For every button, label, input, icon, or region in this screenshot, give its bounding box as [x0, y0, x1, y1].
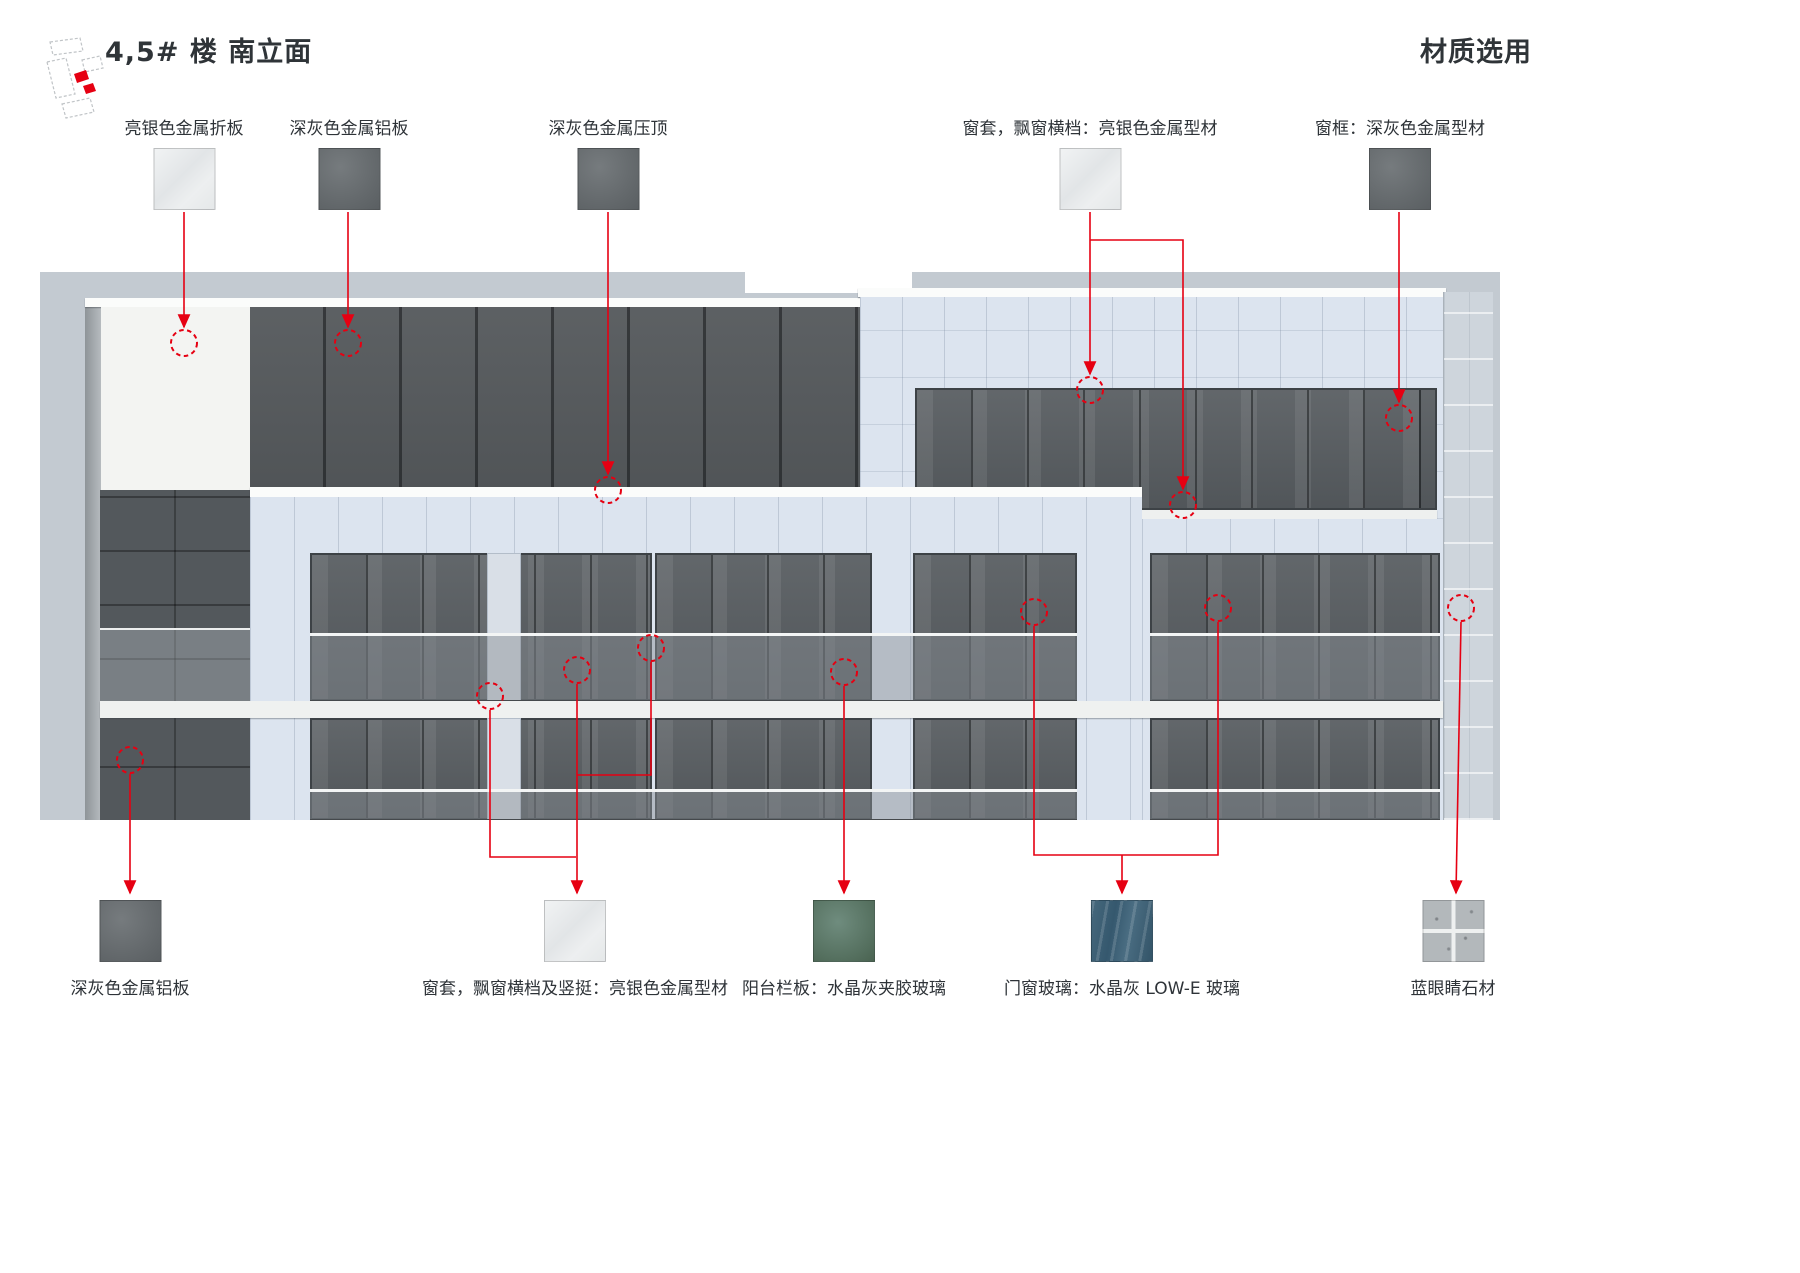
elevation-drawing	[40, 272, 1500, 820]
material-label: 深灰色金属压顶	[548, 119, 668, 139]
site-plan-key	[46, 37, 104, 119]
callout-balcony-glass: 阳台栏板：水晶灰夹胶玻璃	[742, 900, 946, 999]
callout-dark-aluminum-top: 深灰色金属铝板	[290, 114, 409, 210]
dark-curtain-wall	[250, 307, 860, 498]
balcony-railing	[310, 789, 1077, 820]
material-label: 深灰色金属铝板	[289, 119, 409, 139]
window-surround-silver	[487, 553, 521, 701]
material-label: 蓝眼睛石材	[1410, 979, 1496, 999]
material-swatch-dark-metal	[1369, 148, 1431, 210]
material-swatch-granite	[1422, 900, 1484, 962]
left-tower-dark-facade	[100, 490, 250, 820]
white-facade-tower	[101, 307, 250, 498]
material-swatch-dark-metal	[318, 148, 380, 210]
material-label: 亮银色金属折板	[124, 119, 244, 139]
backdrop-notch	[745, 272, 912, 293]
material-label: 窗套，飘窗横档及竖挺：亮银色金属型材	[422, 979, 728, 999]
callout-dark-coping: 深灰色金属压顶	[549, 114, 668, 210]
callout-lowe-glass: 门窗玻璃：水晶灰 LOW-E 玻璃	[1004, 900, 1240, 999]
material-swatch-dark-metal	[577, 148, 639, 210]
stone-end-wall	[1443, 292, 1493, 820]
balcony-railing	[1150, 789, 1440, 820]
callout-silver-window-surround-bottom: 窗套，飘窗横档及竖挺：亮银色金属型材	[422, 900, 728, 999]
mid-parapet-coping	[250, 487, 1142, 497]
material-label: 门窗玻璃：水晶灰 LOW-E 玻璃	[1003, 979, 1241, 999]
site-plan-outline	[46, 37, 104, 119]
material-label: 窗框：深灰色金属型材	[1315, 119, 1485, 139]
material-swatch-green-glass	[813, 900, 875, 962]
materials-title: 材质选用	[1420, 37, 1532, 68]
balcony-railing	[1150, 633, 1440, 701]
callout-silver-fold-plate: 亮银色金属折板	[125, 114, 244, 210]
left-edge-shadow	[85, 302, 101, 820]
site-plan-highlight-buildings	[74, 70, 96, 94]
balcony-railing	[310, 633, 1077, 701]
material-swatch-silver	[153, 148, 215, 210]
left-tower-railing	[100, 628, 250, 701]
material-swatch-dark-metal	[99, 900, 161, 962]
callout-blue-eye-stone: 蓝眼睛石材	[1411, 900, 1496, 999]
callout-dark-aluminum-bottom: 深灰色金属铝板	[71, 900, 190, 999]
material-swatch-silver	[544, 900, 606, 962]
sheet-title: 4,5# 楼 南立面	[105, 37, 313, 68]
material-label: 阳台栏板：水晶灰夹胶玻璃	[742, 979, 946, 999]
material-label: 深灰色金属铝板	[70, 979, 190, 999]
material-swatch-silver	[1059, 148, 1121, 210]
material-swatch-blue-glass	[1091, 900, 1153, 962]
right-wing-coping	[858, 288, 1446, 297]
floor-slab	[100, 701, 1443, 718]
material-label: 窗套，飘窗横档：亮银色金属型材	[962, 119, 1218, 139]
callout-silver-window-surround-top: 窗套，飘窗横档：亮银色金属型材	[963, 114, 1218, 210]
parapet-coping-left	[85, 298, 860, 307]
window-group	[655, 718, 872, 820]
callout-dark-window-frame: 窗框：深灰色金属型材	[1315, 114, 1485, 210]
